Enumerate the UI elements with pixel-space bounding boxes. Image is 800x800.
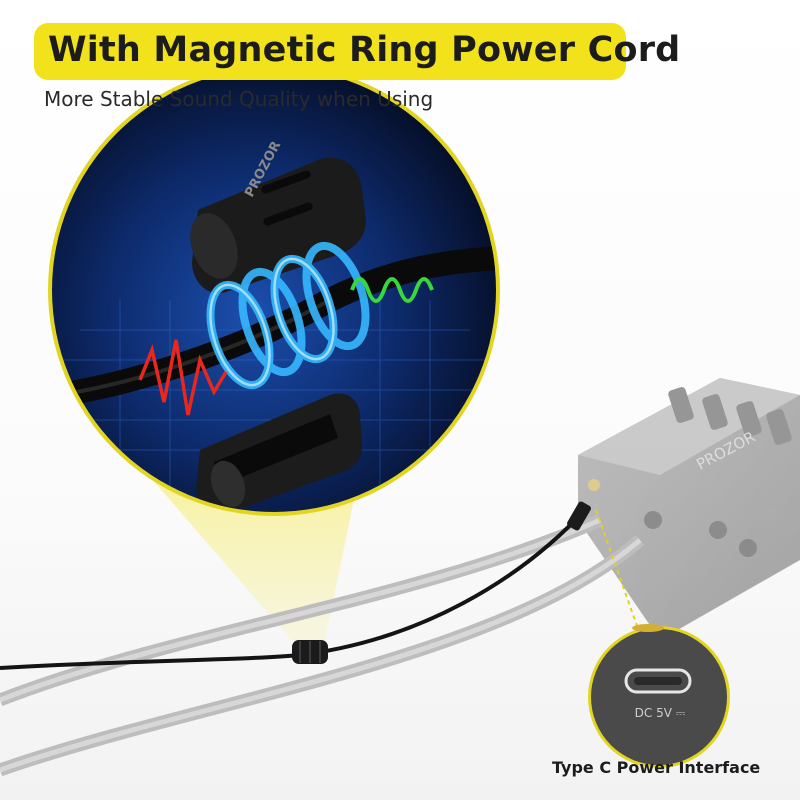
port-voltage-label: DC 5V ⎓ xyxy=(634,706,686,720)
port-zoom-circle xyxy=(588,624,730,768)
headline: With Magnetic Ring Power Cord xyxy=(48,30,681,70)
usb-c-port xyxy=(624,668,692,694)
port-caption: Type C Power Interface xyxy=(552,758,761,777)
clean-signal xyxy=(350,277,434,303)
leader-line xyxy=(595,509,643,641)
audio-mixer xyxy=(578,378,800,640)
ferrite-bottom-half xyxy=(196,393,362,512)
headline-banner xyxy=(34,23,626,80)
usb-c-plug xyxy=(567,501,591,531)
zoom-circle: PROZOR xyxy=(48,64,500,516)
subheadline: More Stable Sound Quality when Using xyxy=(44,87,434,111)
noise-signal xyxy=(138,339,228,416)
